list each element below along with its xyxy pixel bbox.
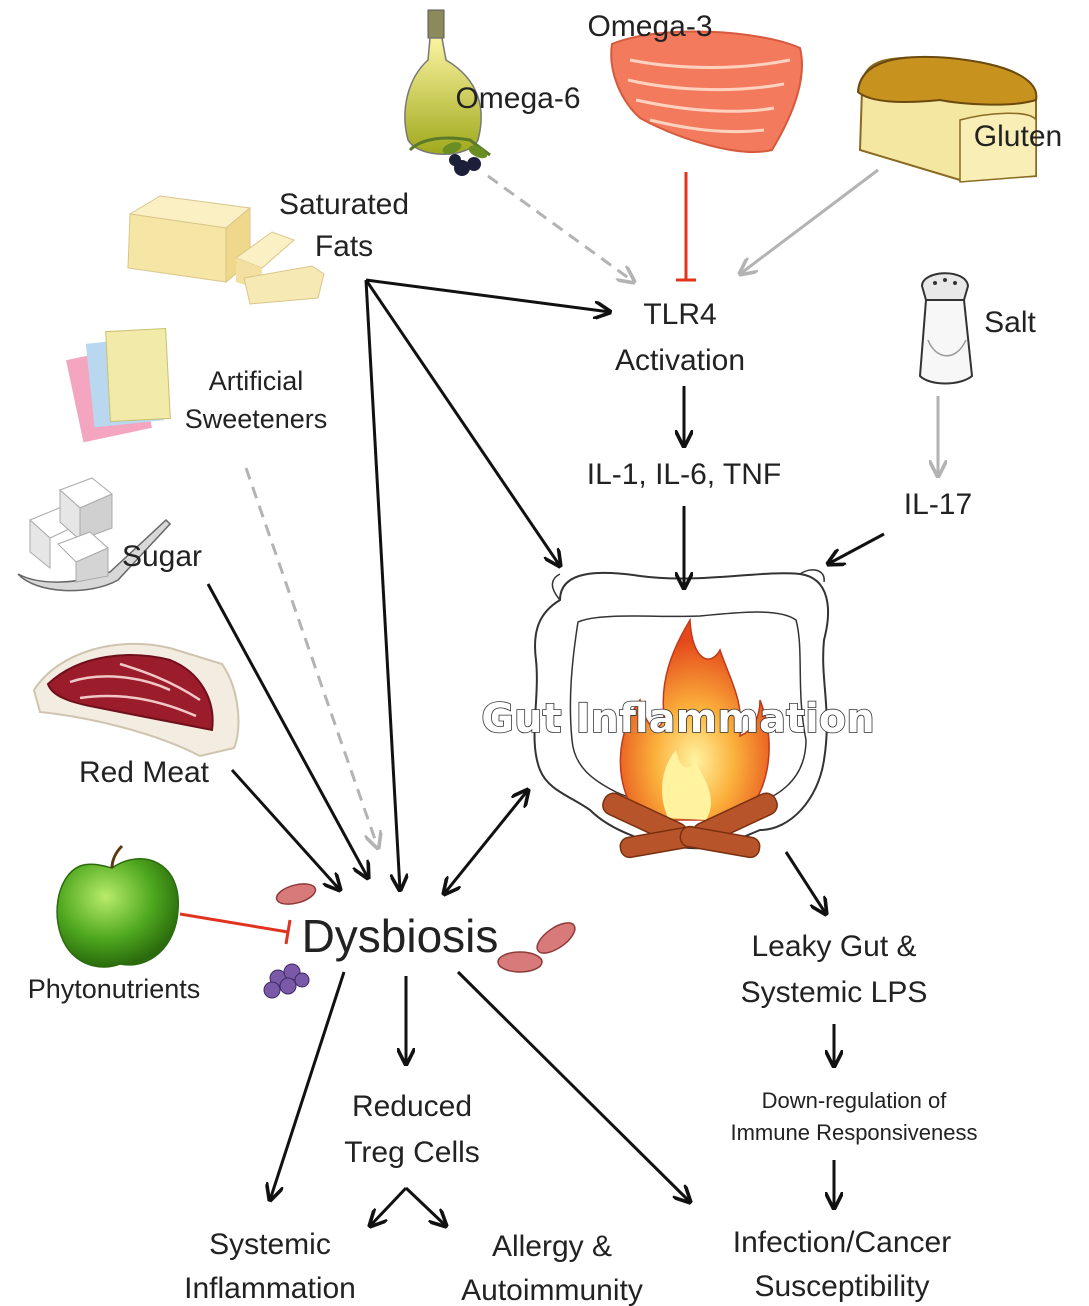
arrow-satfats-dysbiosis bbox=[366, 280, 400, 890]
gluten-label: Gluten bbox=[974, 120, 1062, 153]
salt-label: Salt bbox=[984, 306, 1036, 339]
allergy-label-line2: Autoimmunity bbox=[461, 1274, 643, 1306]
down-regulation-label-line1: Down-regulation of bbox=[762, 1088, 948, 1113]
arrow-sweeteners-dysbiosis bbox=[246, 468, 378, 848]
arrow-gut-leaky bbox=[786, 852, 826, 914]
red-meat-icon bbox=[34, 644, 238, 756]
phytonutrients-label: Phytonutrients bbox=[28, 974, 201, 1004]
reduced-treg-label-line1: Reduced bbox=[352, 1090, 472, 1123]
systemic-inflammation-label-line2: Inflammation bbox=[184, 1272, 356, 1305]
red-meat-label: Red Meat bbox=[79, 756, 210, 789]
arrow-omega6-tlr4 bbox=[488, 176, 634, 282]
il17-label: IL-17 bbox=[904, 488, 972, 521]
gut-inflammation-label: Gut Inflammation bbox=[481, 696, 875, 742]
arrow-il17-gut bbox=[828, 534, 884, 564]
sweetener-packets-icon bbox=[66, 328, 170, 442]
salmon-icon bbox=[611, 32, 802, 152]
infection-label-line2: Susceptibility bbox=[754, 1270, 929, 1303]
sugar-label: Sugar bbox=[122, 540, 202, 573]
arrow-redmeat-dysbiosis bbox=[232, 770, 340, 890]
cytokines-label: IL-1, IL-6, TNF bbox=[587, 458, 782, 491]
arrow-dysbiosis-infection bbox=[458, 972, 690, 1202]
apple-icon bbox=[57, 846, 178, 967]
inhibit-phyto-dysbiosis bbox=[180, 914, 288, 932]
arrow-satfats-gut bbox=[366, 280, 560, 566]
saturated-fats-label-line1: Saturated bbox=[279, 188, 409, 221]
saturated-fats-label-line2: Fats bbox=[315, 230, 373, 263]
reduced-treg-label-line2: Treg Cells bbox=[344, 1136, 480, 1169]
allergy-label-line1: Allergy & bbox=[492, 1230, 612, 1263]
artificial-sweeteners-label-line2: Sweeteners bbox=[185, 404, 328, 434]
infection-label-line1: Infection/Cancer bbox=[733, 1226, 951, 1259]
sugar-spoon-icon bbox=[18, 478, 170, 591]
arrow-treg-allergy bbox=[406, 1188, 446, 1226]
dysbiosis-label: Dysbiosis bbox=[302, 910, 499, 962]
omega3-label: Omega-3 bbox=[587, 10, 712, 43]
systemic-inflammation-label-line1: Systemic bbox=[209, 1228, 331, 1261]
tlr4-label-line1: TLR4 bbox=[643, 298, 716, 331]
down-regulation-label-line2: Immune Responsiveness bbox=[730, 1120, 977, 1145]
arrow-satfats-tlr4 bbox=[366, 280, 610, 312]
arrow-dysbiosis-gut bbox=[444, 790, 528, 894]
artificial-sweeteners-label-line1: Artificial bbox=[209, 366, 304, 396]
cocci-bacteria-icon bbox=[264, 964, 309, 998]
leaky-gut-label-line2: Systemic LPS bbox=[741, 976, 928, 1009]
tlr4-label-line2: Activation bbox=[615, 344, 745, 377]
omega6-label: Omega-6 bbox=[455, 82, 580, 115]
leaky-gut-label-line1: Leaky Gut & bbox=[751, 930, 916, 963]
arrow-treg-systemic bbox=[370, 1188, 406, 1226]
salt-shaker-icon bbox=[920, 273, 972, 383]
arrow-gluten-tlr4 bbox=[740, 170, 878, 274]
arrow-dysbiosis-systemic bbox=[270, 972, 344, 1200]
